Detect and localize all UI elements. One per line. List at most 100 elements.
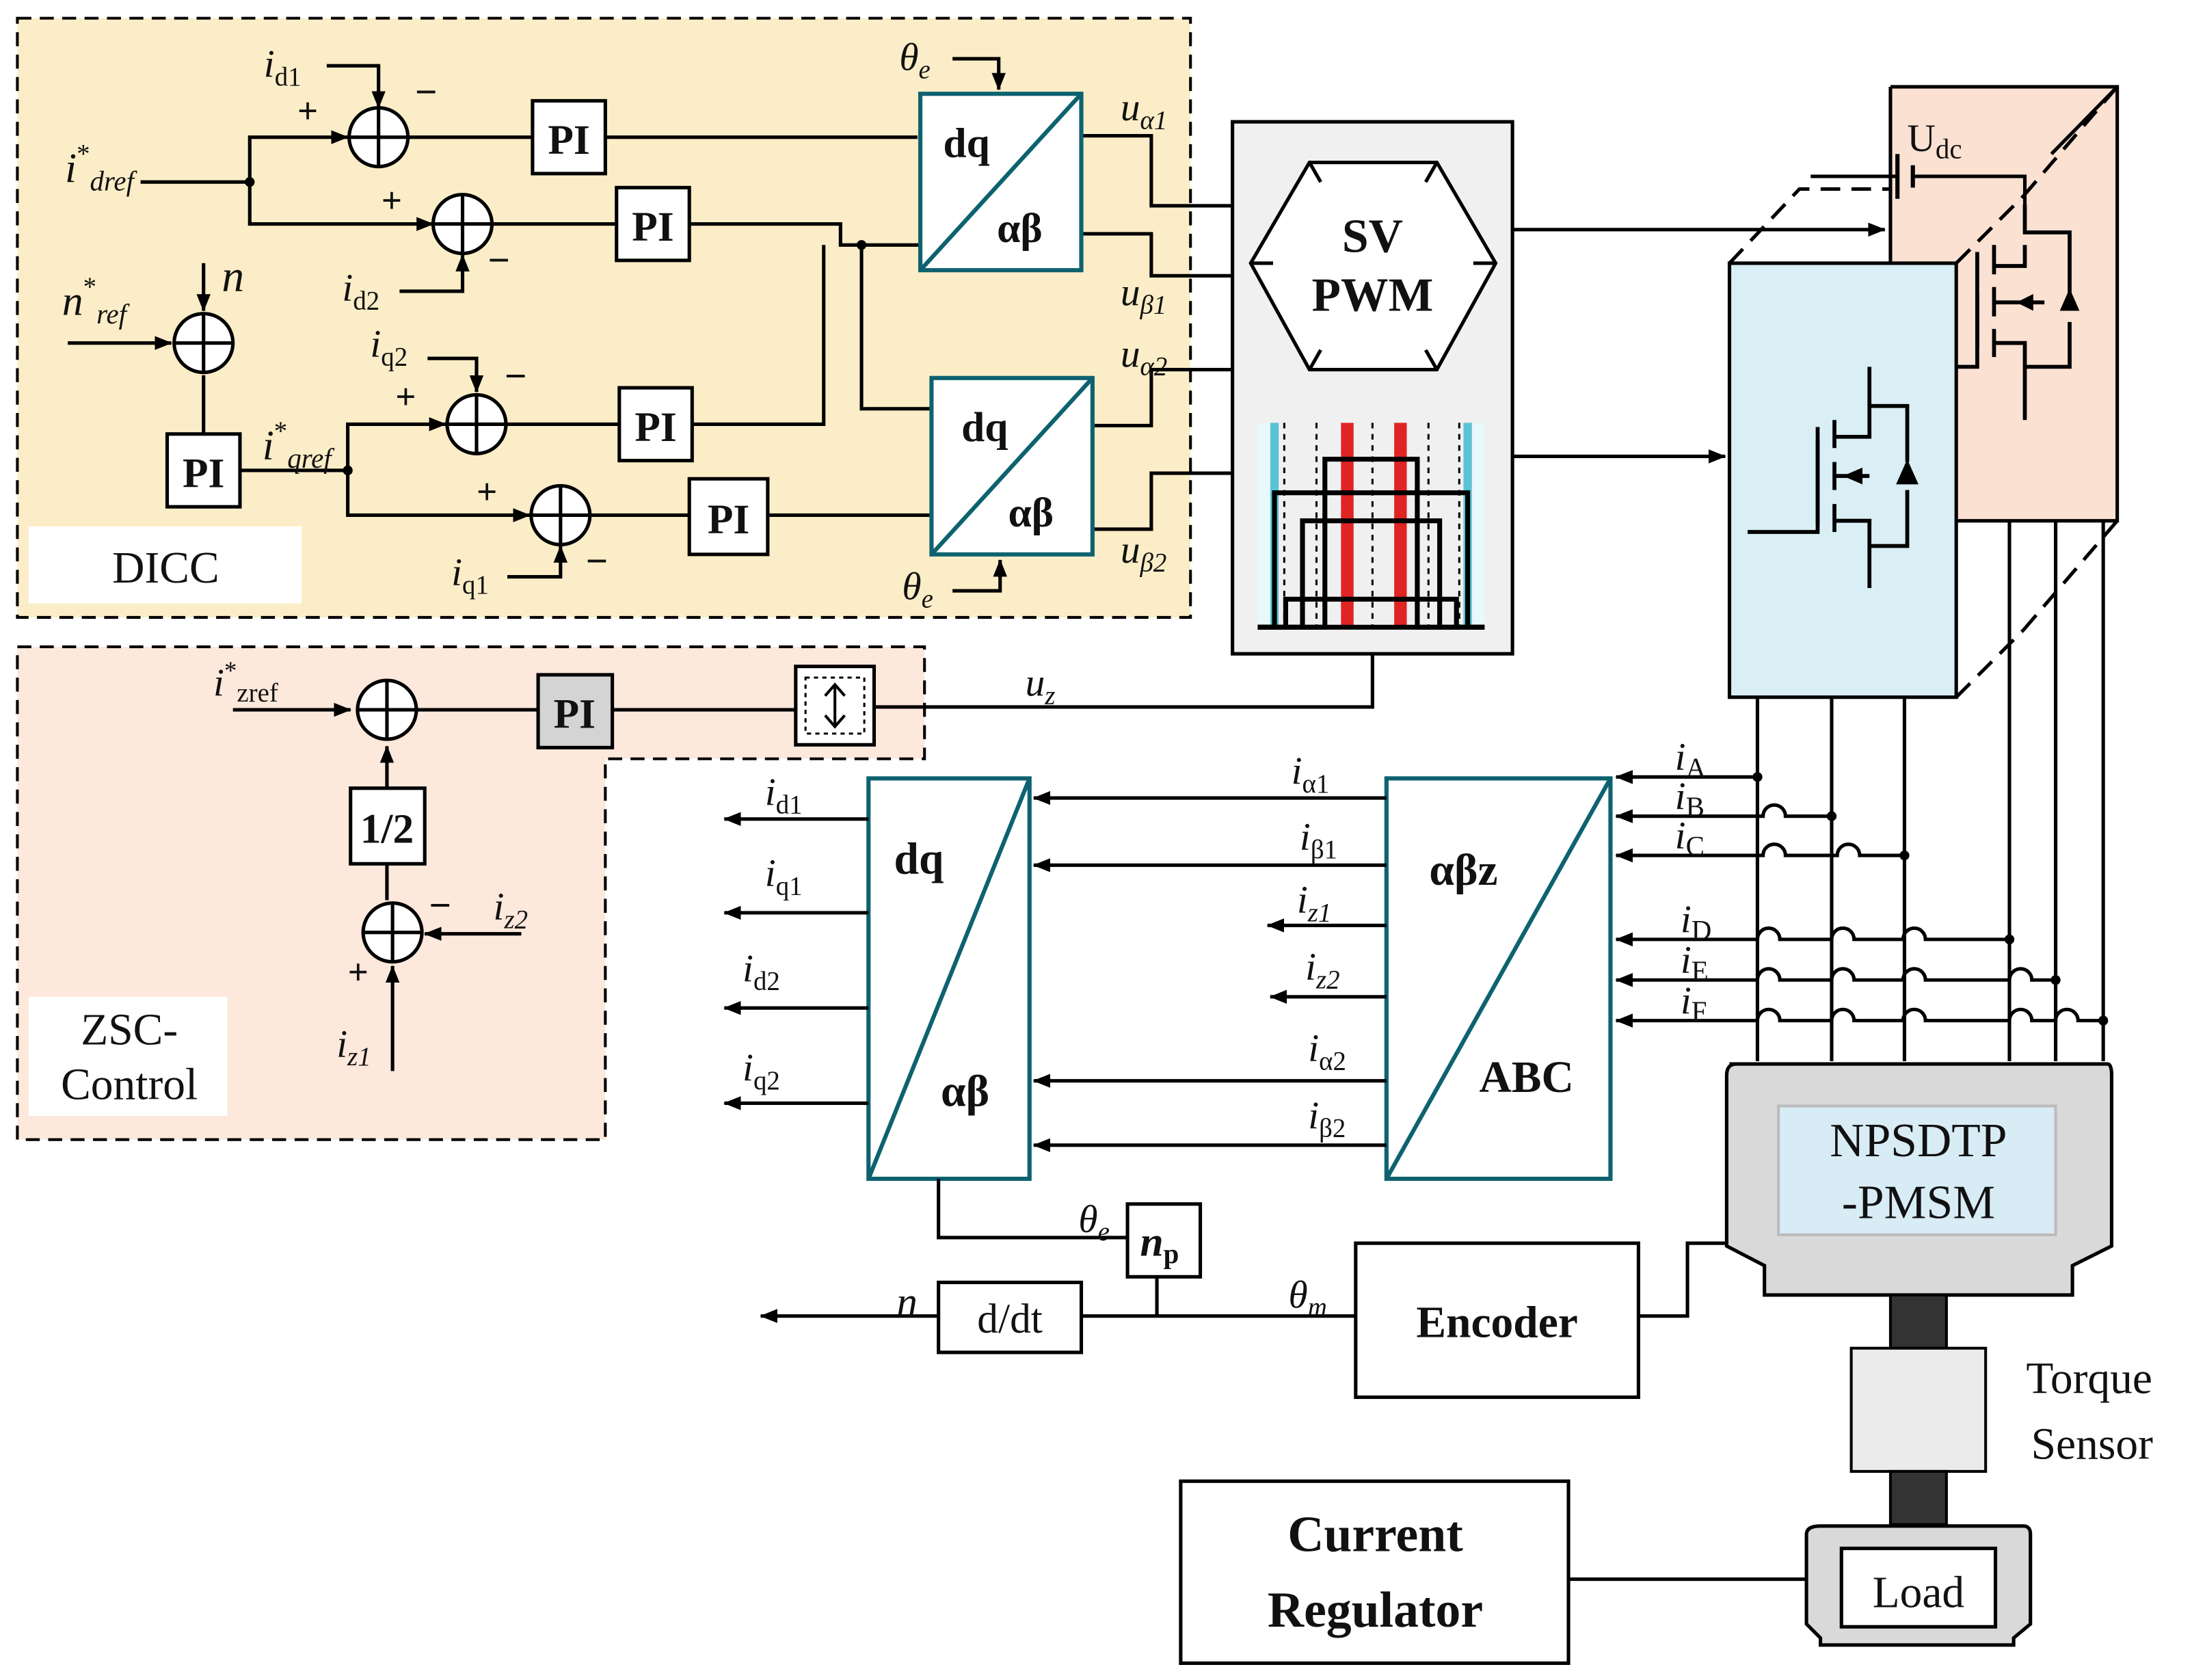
svg-text:iF: iF <box>1681 979 1707 1026</box>
svg-text:iD: iD <box>1681 898 1712 946</box>
svg-text:iβ1: iβ1 <box>1300 816 1337 864</box>
zsc-label-line1: ZSC- <box>81 1005 178 1054</box>
pi-block-q1: PI <box>687 477 770 557</box>
svg-text:np: np <box>1140 1219 1179 1269</box>
svg-text:id2: id2 <box>743 947 780 996</box>
dq-alphabeta-feedback-block: dq αβ <box>866 776 1032 1182</box>
svg-text:iz2: iz2 <box>1305 946 1340 994</box>
torque-sensor-label-line1: Torque <box>2026 1354 2152 1403</box>
svpwm-outputs <box>875 222 1886 709</box>
svg-text:iq1: iq1 <box>765 852 803 901</box>
svg-text:dq: dq <box>961 404 1008 451</box>
svg-text:uβ1: uβ1 <box>1121 271 1167 319</box>
svg-text:iA: iA <box>1675 736 1707 783</box>
phase-lines <box>1755 520 2105 1062</box>
torque-sensor-label-line2: Sensor <box>2031 1419 2153 1469</box>
svg-text:Encoder: Encoder <box>1416 1298 1578 1347</box>
svg-text:id2: id2 <box>342 267 379 315</box>
dicc-label: DICC <box>112 544 219 593</box>
svg-text:PI: PI <box>183 451 224 497</box>
dicc-wiring <box>68 57 1233 593</box>
svg-text:uα2: uα2 <box>1121 332 1168 381</box>
svg-text:θm: θm <box>1289 1273 1327 1322</box>
svg-text:PI: PI <box>554 691 596 738</box>
svg-text:1/2: 1/2 <box>360 806 414 853</box>
svg-text:dq: dq <box>894 835 944 884</box>
dq-alphabeta-block-1: dq αβ <box>918 92 1084 273</box>
svg-text:iq2: iq2 <box>743 1047 780 1095</box>
svg-text:SV: SV <box>1342 211 1403 263</box>
svg-text:dq: dq <box>943 120 989 166</box>
svg-text:i*zref: i*zref <box>213 656 278 708</box>
svg-text:iq2: iq2 <box>370 323 407 371</box>
svg-text:Load: Load <box>1873 1569 1965 1618</box>
svg-text:Regulator: Regulator <box>1268 1582 1483 1638</box>
svg-text:θe: θe <box>902 565 933 613</box>
svg-text:ABC: ABC <box>1479 1053 1573 1102</box>
svg-text:iq1: iq1 <box>451 551 489 600</box>
encoder-block: Encoder <box>1354 1241 1640 1399</box>
zsc-label-box <box>28 996 228 1116</box>
current-taps <box>1615 770 2104 1028</box>
dicc-label-box <box>28 526 302 604</box>
dq-alphabeta-block-2: dq αβ <box>929 375 1095 557</box>
svg-text:−: − <box>586 539 609 583</box>
svg-text:Current: Current <box>1287 1506 1463 1562</box>
svg-text:id1: id1 <box>264 43 302 92</box>
svg-text:+: + <box>382 181 402 221</box>
zsc-limiter-block <box>794 665 877 747</box>
svg-text:iz1: iz1 <box>336 1023 371 1071</box>
svg-text:iz1: iz1 <box>1297 879 1332 927</box>
pi-block-d2: PI <box>615 185 691 263</box>
svg-text:Udc: Udc <box>1908 117 1962 164</box>
torque-sensor-block <box>1849 1346 1988 1473</box>
zsc-wiring <box>232 702 796 1071</box>
shaft-lower <box>1888 1469 1948 1526</box>
svg-text:αβ: αβ <box>1008 490 1054 536</box>
zsc-half-gain-block: 1/2 <box>349 786 427 866</box>
abz-abc-transform-block: αβz ABC <box>1384 776 1613 1182</box>
svg-text:−: − <box>487 239 510 282</box>
motor-block: NPSDTP -PMSM <box>1724 1062 2114 1297</box>
load-block: Load <box>1804 1524 2033 1647</box>
current-regulator-block: Current Regulator <box>1179 1479 1571 1665</box>
svg-text:iB: iB <box>1675 775 1705 822</box>
transform-signal-lines <box>723 790 1387 1153</box>
svg-text:αβ: αβ <box>941 1067 989 1117</box>
phase-current-labels: iA iB iC iD iE iF <box>1675 736 1712 1027</box>
ddt-block: d/dt <box>937 1280 1084 1355</box>
svg-text:+: + <box>477 472 497 512</box>
shaft-upper <box>1888 1293 1948 1350</box>
pi-block-q2: PI <box>617 386 694 463</box>
transform-signal-labels: iα1 iβ1 iz1 iz2 iα2 iβ2 id1 iq1 id2 iq2 <box>743 750 1346 1143</box>
svg-text:+: + <box>297 91 318 131</box>
dicc-signal-labels: id1 i*dref id2 n*ref n iq2 i*qref iq1 + … <box>62 36 1167 613</box>
svg-text:id1: id1 <box>765 771 803 819</box>
svg-text:n: n <box>222 252 244 302</box>
svg-text:i*dref: i*dref <box>65 139 138 197</box>
zsc-region <box>16 645 926 1141</box>
svg-text:PWM: PWM <box>1311 269 1433 322</box>
svg-text:θe: θe <box>1078 1198 1109 1246</box>
svg-text:iz2: iz2 <box>494 885 529 934</box>
svg-text:θe: θe <box>899 36 930 84</box>
svg-text:iC: iC <box>1675 814 1705 862</box>
svg-text:n*ref: n*ref <box>62 272 131 330</box>
np-block: np <box>1125 1202 1203 1279</box>
svg-text:+: + <box>348 952 369 992</box>
svg-text:iE: iE <box>1681 939 1709 986</box>
svg-text:−: − <box>505 355 527 398</box>
svg-text:n: n <box>896 1279 918 1326</box>
svg-text:d/dt: d/dt <box>977 1296 1043 1342</box>
pi-block-d1: PI <box>531 98 607 176</box>
svg-text:iα2: iα2 <box>1308 1027 1346 1076</box>
svg-text:+: + <box>395 377 416 417</box>
pi-block-speed: PI <box>165 432 242 509</box>
svg-text:-PMSM: -PMSM <box>1842 1176 1995 1229</box>
svg-text:αβz: αβz <box>1429 846 1497 895</box>
inverter-block: Udc <box>1727 85 2120 699</box>
feedback-wiring <box>760 1178 1807 1582</box>
svg-text:PI: PI <box>708 496 749 543</box>
